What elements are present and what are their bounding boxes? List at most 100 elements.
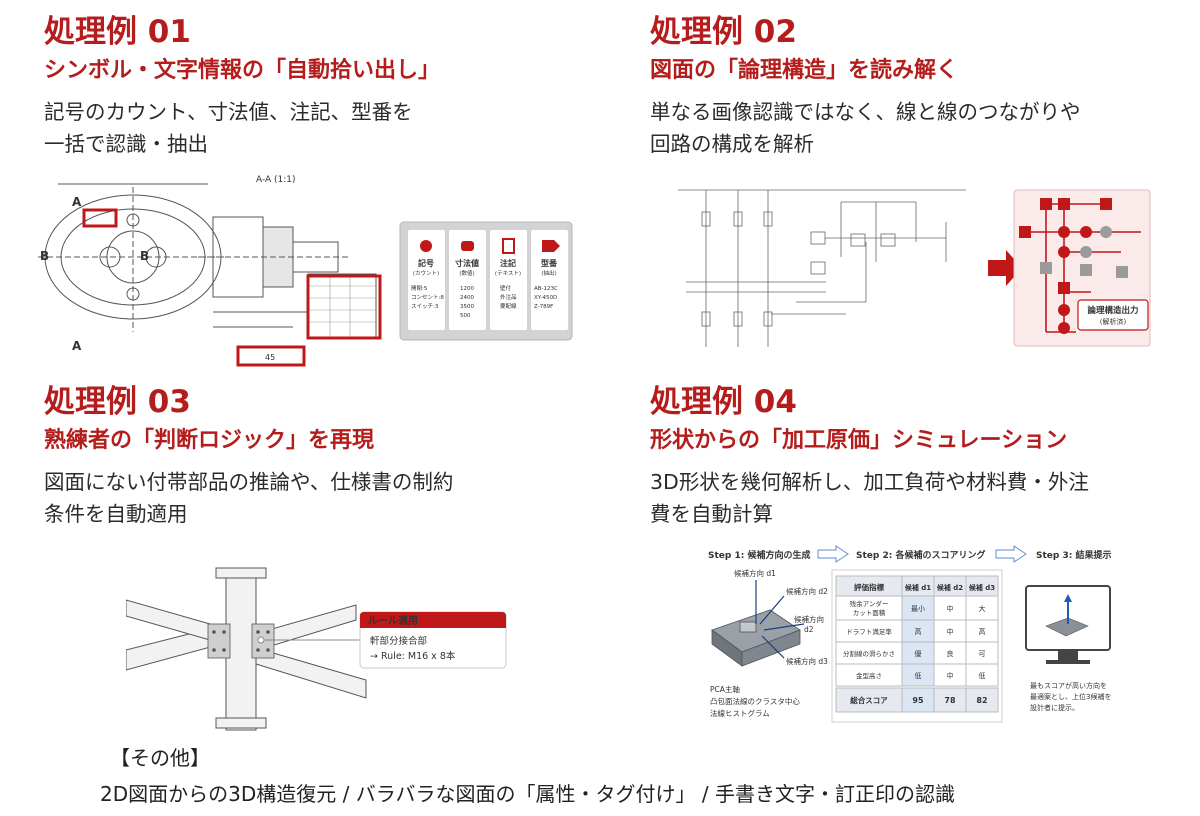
score-table: 評価指標 候補 d1 候補 d2 候補 d3 残余アンダー カット面積 最小 中…: [835, 575, 999, 713]
bullet-item: 凸包面法線のクラスタ中心: [710, 696, 800, 706]
direction-label: 候補方向: [794, 614, 824, 624]
card-line: XY-450D: [534, 295, 557, 301]
case-subtitle: シンボル・文字情報の「自動拾い出し」: [44, 58, 441, 83]
case-subtitle: 形状からの「加工原価」シミュレーション: [650, 428, 1068, 453]
table-cell: 可: [979, 650, 986, 658]
result-text: 最もスコアが高い方向を: [1030, 681, 1107, 690]
card-line: 2400: [460, 295, 474, 301]
table-cell: 分割線の滑らかさ: [843, 649, 895, 658]
case-description: 単なる画像認識ではなく、線と線のつながりや 回路の構成を解析: [650, 100, 1081, 156]
case-title: 処理例 03: [44, 384, 191, 420]
direction-label: 候補方向 d1: [734, 568, 776, 578]
step-label: Step 1: 候補方向の生成: [708, 549, 810, 561]
case-description: 3D形状を幾何解析し、加工負荷や材料費・外注 費を自動計算: [650, 470, 1089, 526]
case-03: 処理例 03 熟練者の「判断ロジック」を再現 図面にない付帯部品の推論や、仕様書…: [44, 384, 604, 530]
other-text: 2D図面からの3D構造復元 / バラバラな図面の「属性・タグ付け」 / 手書き文…: [100, 782, 955, 806]
table-cell: 中: [947, 604, 954, 613]
case-description: 図面にない付帯部品の推論や、仕様書の制約 条件を自動適用: [44, 470, 454, 526]
section-label: A-A (1:1): [256, 175, 296, 185]
table-header: 候補 d2: [937, 583, 963, 592]
card-subtitle: (カウント): [413, 269, 439, 277]
case-title: 処理例 02: [650, 14, 797, 50]
card-line: 開閉:5: [411, 285, 428, 292]
svg-text:A: A: [72, 339, 82, 353]
case-01-figure: A B B A A-A (1:1) 45 記号 (カウント) 開閉:5 コンセン…: [38, 175, 573, 367]
svg-text:45: 45: [265, 353, 275, 362]
case-description: 記号のカウント、寸法値、注記、型番を 一括で認識・抽出: [44, 100, 413, 156]
table-cell: 金型高さ: [856, 671, 882, 680]
card-model: 型番 (抽出) AB-123C XY-450D Z-789F: [531, 230, 568, 330]
card-line: Z-789F: [534, 304, 553, 310]
card-symbol: 記号 (カウント) 開閉:5 コンセント:8 スイッチ:3: [408, 230, 445, 330]
card-subtitle: (数値): [459, 269, 474, 277]
table-cell: 高: [915, 627, 922, 636]
card-subtitle: (抽出): [541, 269, 556, 277]
step-label: Step 2: 各候補のスコアリング: [856, 549, 985, 561]
card-line: スイッチ:3: [411, 303, 439, 310]
rule-callout: ルール適用 軒部分接合部 → Rule: M16 x 8本: [359, 611, 507, 669]
monitor-icon: [1025, 585, 1111, 664]
other-label: 【その他】: [110, 746, 210, 770]
card-line: 外注品: [500, 293, 517, 301]
table-header: 候補 d3: [969, 583, 995, 592]
card-line: AB-123C: [534, 286, 558, 292]
case-02-figure: 論理構造出力 (解析済): [678, 189, 1151, 347]
bullet-item: 法線ヒストグラム: [710, 708, 770, 718]
card-note: 注記 (テキスト) 壁付 外注品 要配線: [490, 230, 527, 330]
case-subtitle: 図面の「論理構造」を読み解く: [650, 58, 959, 83]
card-line: 500: [460, 313, 471, 319]
svg-text:B: B: [140, 249, 149, 263]
table-cell: 低: [915, 671, 922, 680]
table-cell: 高: [979, 627, 986, 636]
case-subtitle: 熟練者の「判断ロジック」を再現: [44, 428, 375, 453]
logic-output-label: 論理構造出力: [1087, 305, 1138, 316]
case-02: 処理例 02 図面の「論理構造」を読み解く 単なる画像認識ではなく、線と線のつな…: [650, 14, 1200, 160]
card-title: 型番: [541, 258, 558, 268]
table-cell: 最小: [911, 604, 925, 613]
rule-line: 軒部分接合部: [370, 635, 427, 647]
svg-text:A: A: [72, 195, 82, 209]
case-03-figure: ルール適用 軒部分接合部 → Rule: M16 x 8本: [126, 567, 507, 731]
card-line: 要配線: [500, 302, 517, 310]
direction-label: 候補方向 d2: [786, 586, 828, 596]
table-cell: 優: [915, 649, 922, 658]
card-line: 3500: [460, 304, 474, 310]
result-text: 設計者に提示。: [1030, 703, 1079, 712]
card-line: コンセント:8: [411, 294, 444, 301]
table-header: 評価指標: [854, 582, 884, 592]
table-total: 82: [976, 696, 987, 705]
case-01: 処理例 01 シンボル・文字情報の「自動拾い出し」 記号のカウント、寸法値、注記…: [44, 14, 604, 160]
case-04: 処理例 04 形状からの「加工原価」シミュレーション 3D形状を幾何解析し、加工…: [650, 384, 1200, 530]
table-total: 95: [912, 696, 924, 705]
direction-label: 候補方向 d3: [786, 656, 828, 666]
table-cell: 中: [947, 627, 954, 636]
result-text: 最適案とし、上位3候補を: [1030, 692, 1111, 701]
logic-output-sub: (解析済): [1100, 317, 1127, 326]
card-dimension: 寸法値 (数値) 1200 2400 3500 500: [449, 230, 486, 330]
table-cell: 良: [947, 649, 954, 658]
table-total: 78: [944, 696, 956, 705]
rule-header: ルール適用: [368, 614, 418, 627]
table-header: 候補 d1: [905, 583, 931, 592]
table-cell: 中: [947, 671, 954, 680]
table-total: 総合スコア: [850, 695, 888, 705]
step-label: Step 3: 結果提示: [1036, 549, 1111, 561]
case-04-figure: Step 1: 候補方向の生成 Step 2: 各候補のスコアリング Step …: [708, 545, 1111, 723]
table-cell: 大: [979, 604, 986, 613]
card-title: 注記: [500, 258, 516, 268]
direction-label: d2: [804, 625, 814, 634]
card-title: 寸法値: [455, 258, 479, 268]
table-cell: 残余アンダー: [850, 599, 889, 608]
case-title: 処理例 01: [44, 14, 191, 50]
bullet-item: PCA主軸: [710, 684, 740, 694]
card-line: 壁付: [500, 284, 512, 292]
card-title: 記号: [418, 258, 434, 268]
table-cell: 低: [979, 671, 986, 680]
svg-text:B: B: [40, 249, 49, 263]
table-cell: カット面積: [853, 608, 886, 617]
card-line: 1200: [460, 286, 474, 292]
card-subtitle: (テキスト): [495, 270, 521, 277]
case-title: 処理例 04: [650, 384, 797, 420]
rule-line: → Rule: M16 x 8本: [370, 650, 456, 662]
table-cell: ドラフト満足率: [846, 627, 892, 636]
